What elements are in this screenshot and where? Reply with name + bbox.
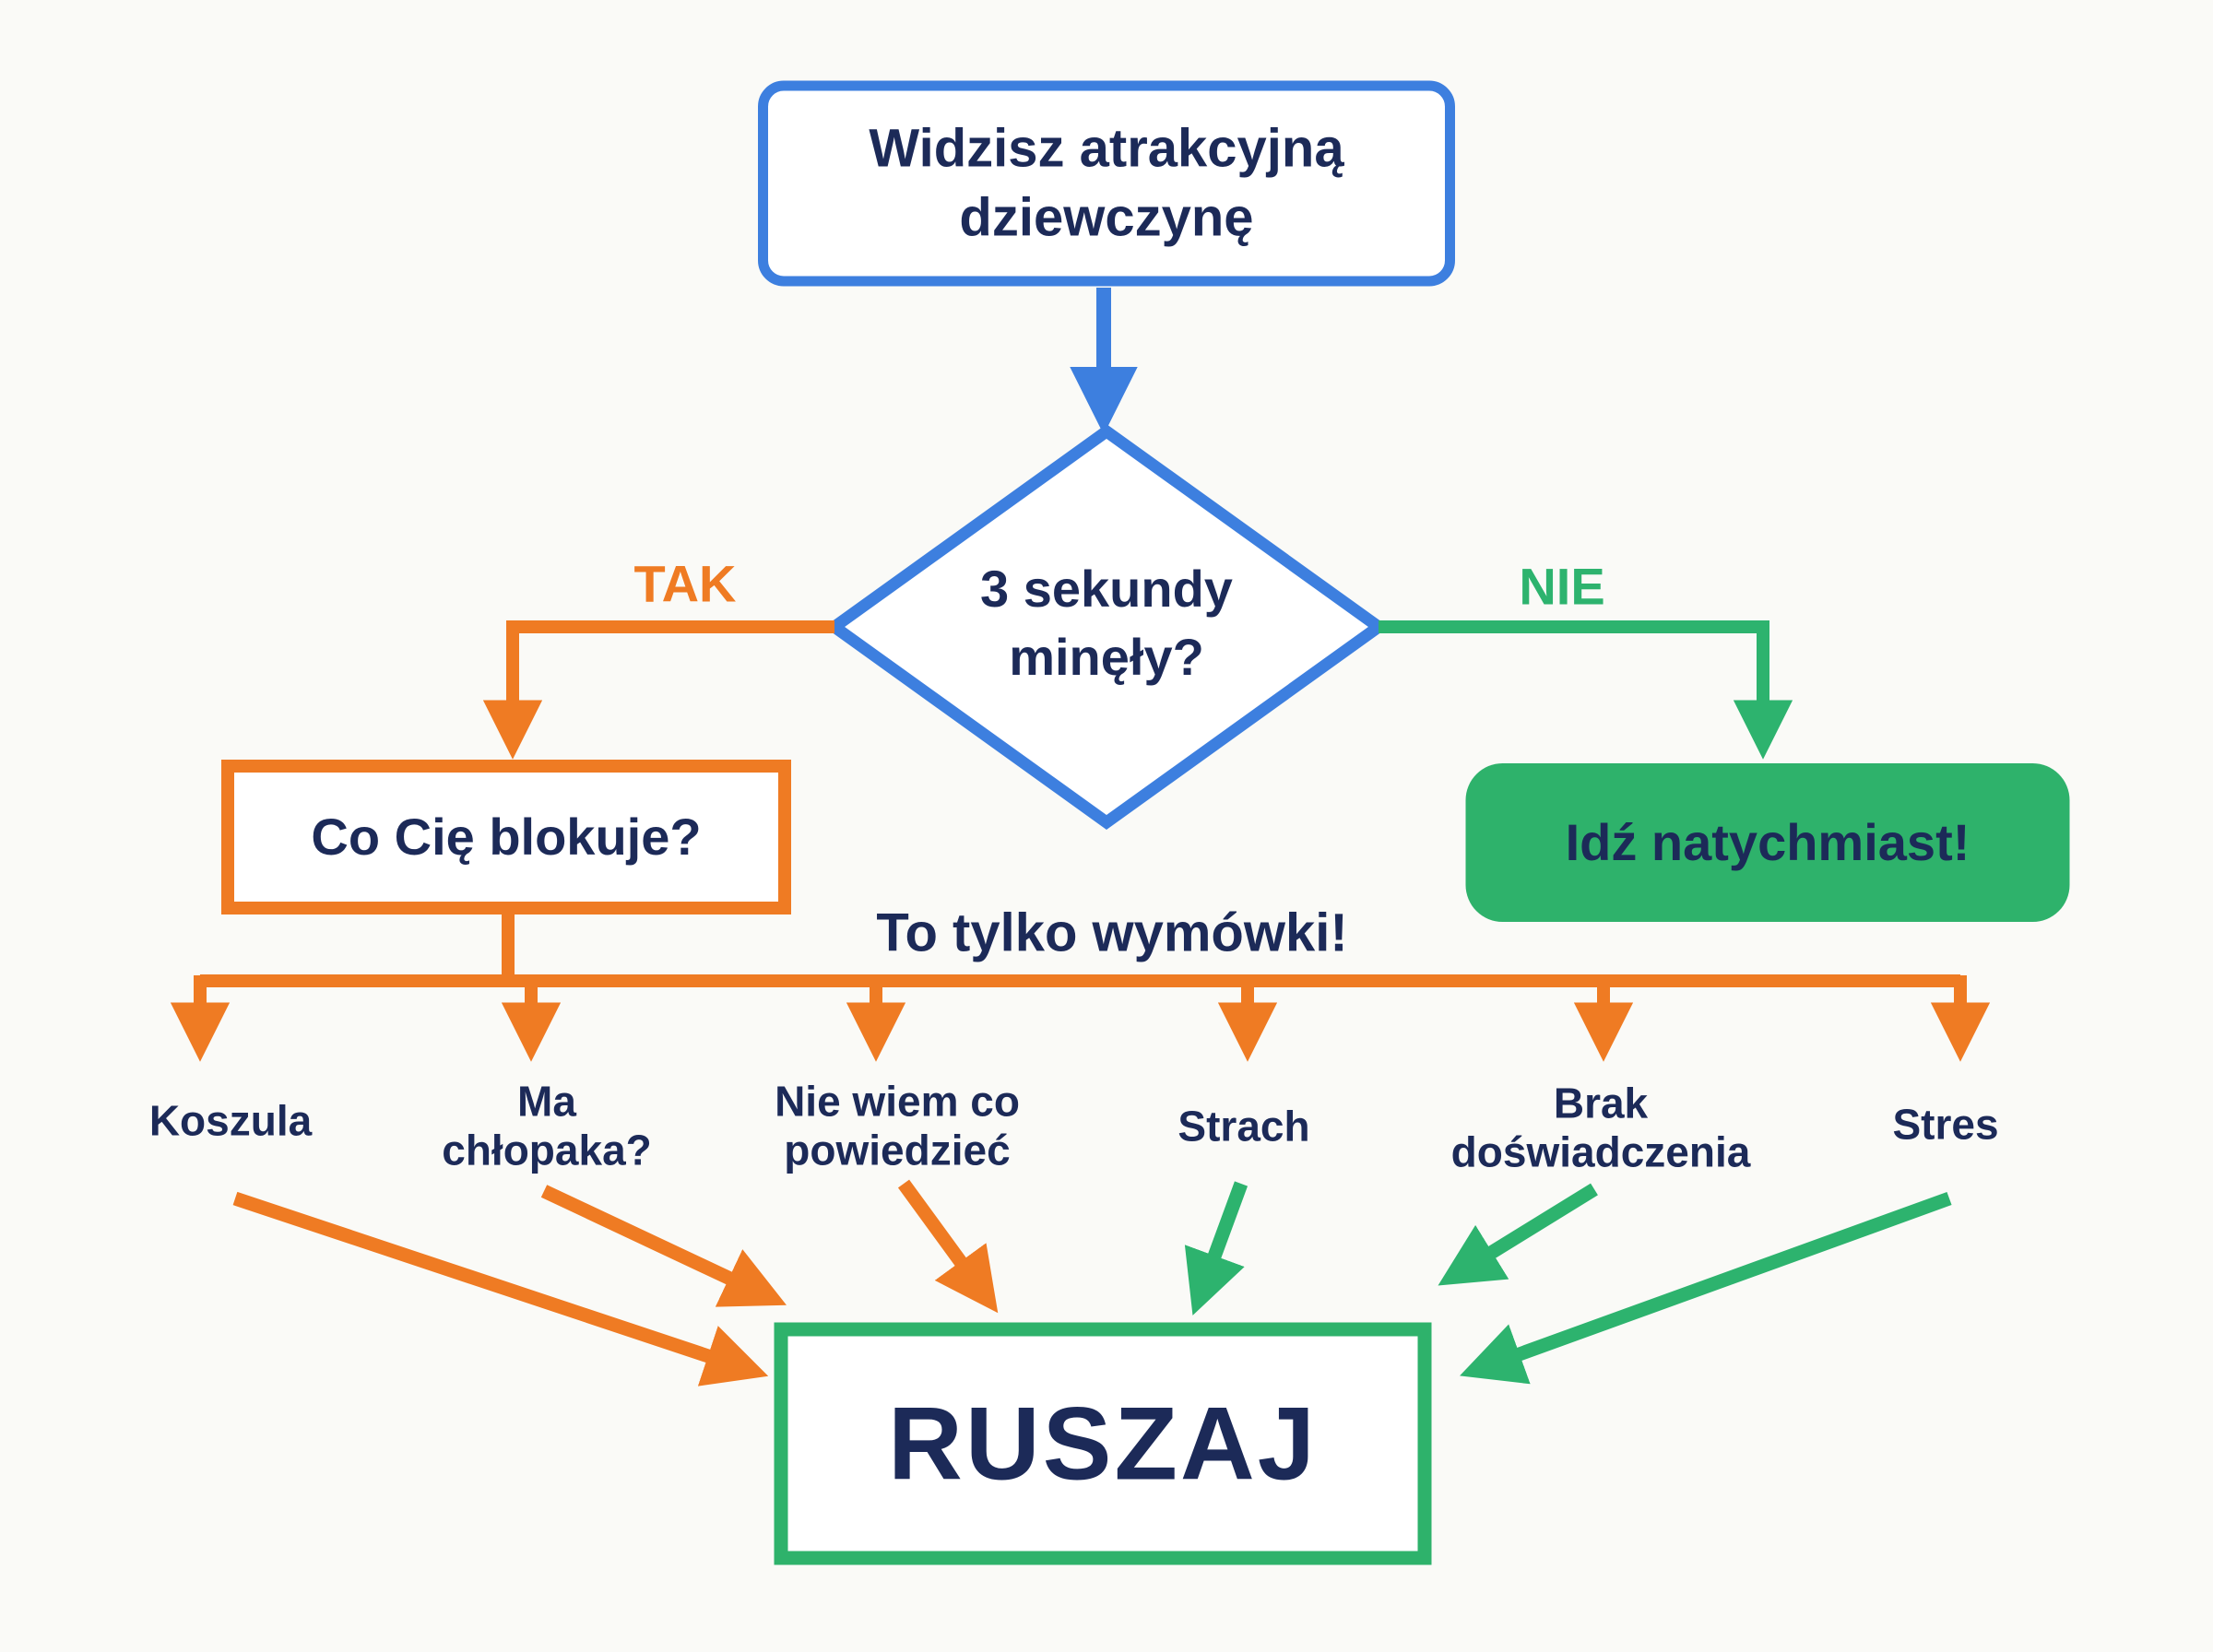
excuse-strach: Strach xyxy=(1178,1102,1310,1150)
blocker-node: Co Cię blokuje? xyxy=(221,760,791,914)
arrow-chlopak-to-final xyxy=(540,1185,787,1307)
decision-diamond xyxy=(823,423,1390,831)
branch-yes-label: TAK xyxy=(633,554,737,613)
arrow-strach-to-final xyxy=(1184,1181,1249,1316)
arrow-stres-to-final xyxy=(1460,1191,1952,1385)
arrow-yes-branch xyxy=(482,620,834,760)
decision-label: 3 sekundy minęły? xyxy=(980,560,1233,686)
excuse-nie-wiem: Nie wiem co powiedzieć xyxy=(775,1077,1020,1174)
final-node: RUSZAJ xyxy=(774,1322,1432,1565)
arrow-niewiem-to-final xyxy=(897,1179,999,1314)
excuse-brak-doswiadczenia: Brak doświadczenia xyxy=(1450,1079,1751,1176)
excuse-stres: Stres xyxy=(1892,1100,1999,1149)
branch-no-label: NIE xyxy=(1519,557,1605,616)
arrow-koszula-to-final xyxy=(232,1191,769,1386)
arrow-brak-to-final xyxy=(1438,1183,1598,1286)
excuse-koszula: Koszula xyxy=(148,1096,313,1145)
arrow-no-branch xyxy=(1379,620,1793,760)
start-node: Widzisz atrakcyjną dziewczynę xyxy=(758,80,1455,287)
excuses-note-label: To tylko wymówki! xyxy=(876,903,1348,963)
go-now-node: Idź natychmiast! xyxy=(1465,763,2070,922)
excuse-ma-chlopaka: Ma chłopaka? xyxy=(442,1077,652,1174)
